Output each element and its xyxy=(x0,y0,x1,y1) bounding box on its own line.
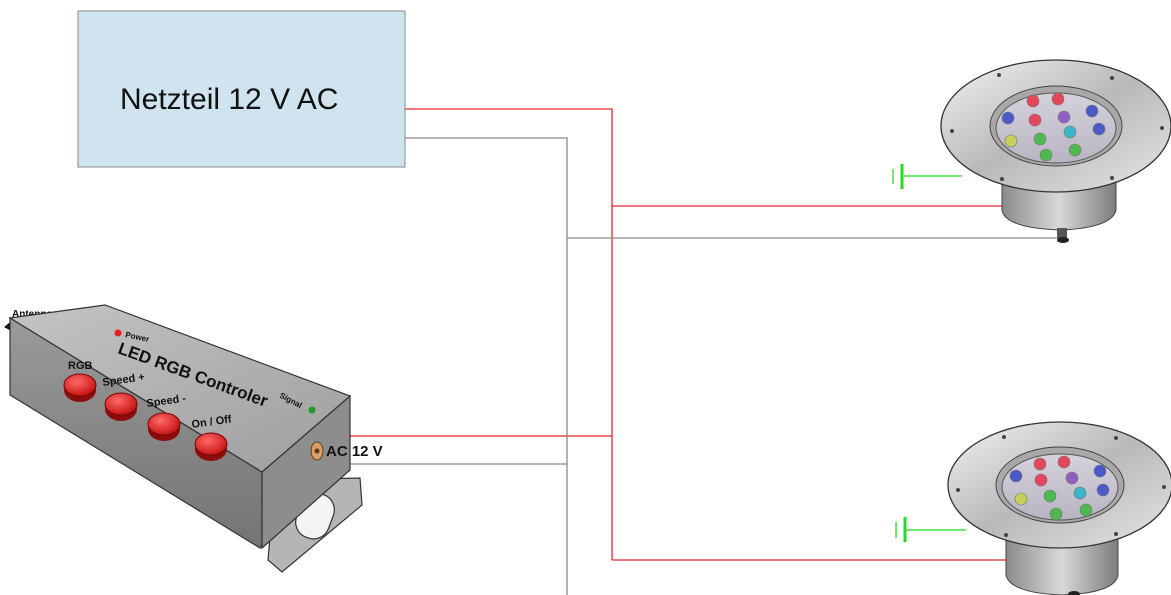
wires xyxy=(322,108,1062,595)
rgb-button[interactable] xyxy=(63,373,97,402)
power-supply-box xyxy=(77,10,406,168)
ground-symbol xyxy=(892,164,962,189)
ground-symbol xyxy=(895,517,966,542)
speed-minus-button[interactable] xyxy=(147,412,181,441)
ac-input-label: AC 12 V xyxy=(326,443,383,460)
rgb-button-label: RGB xyxy=(68,360,93,372)
wire-hot-psu xyxy=(405,108,613,560)
lamp-top xyxy=(892,59,1171,243)
power-led xyxy=(114,329,122,337)
on-off-button[interactable] xyxy=(194,432,228,461)
speed-minus-button-label: Speed - xyxy=(146,393,187,410)
lamp-bottom xyxy=(895,421,1171,595)
rgb-controller: Antenne Power Signal LED RGB Controler R… xyxy=(4,304,363,573)
on-off-button-label: On / Off xyxy=(191,413,233,431)
speed-plus-button-label: Speed + xyxy=(102,371,146,389)
power-supply: Netzteil 12 V AC xyxy=(77,10,406,168)
wire-neutral-psu xyxy=(405,137,568,595)
signal-led xyxy=(308,406,316,414)
power-supply-label: Netzteil 12 V AC xyxy=(120,83,338,116)
speed-plus-button[interactable] xyxy=(104,392,138,421)
lamp-lens xyxy=(1001,453,1119,521)
